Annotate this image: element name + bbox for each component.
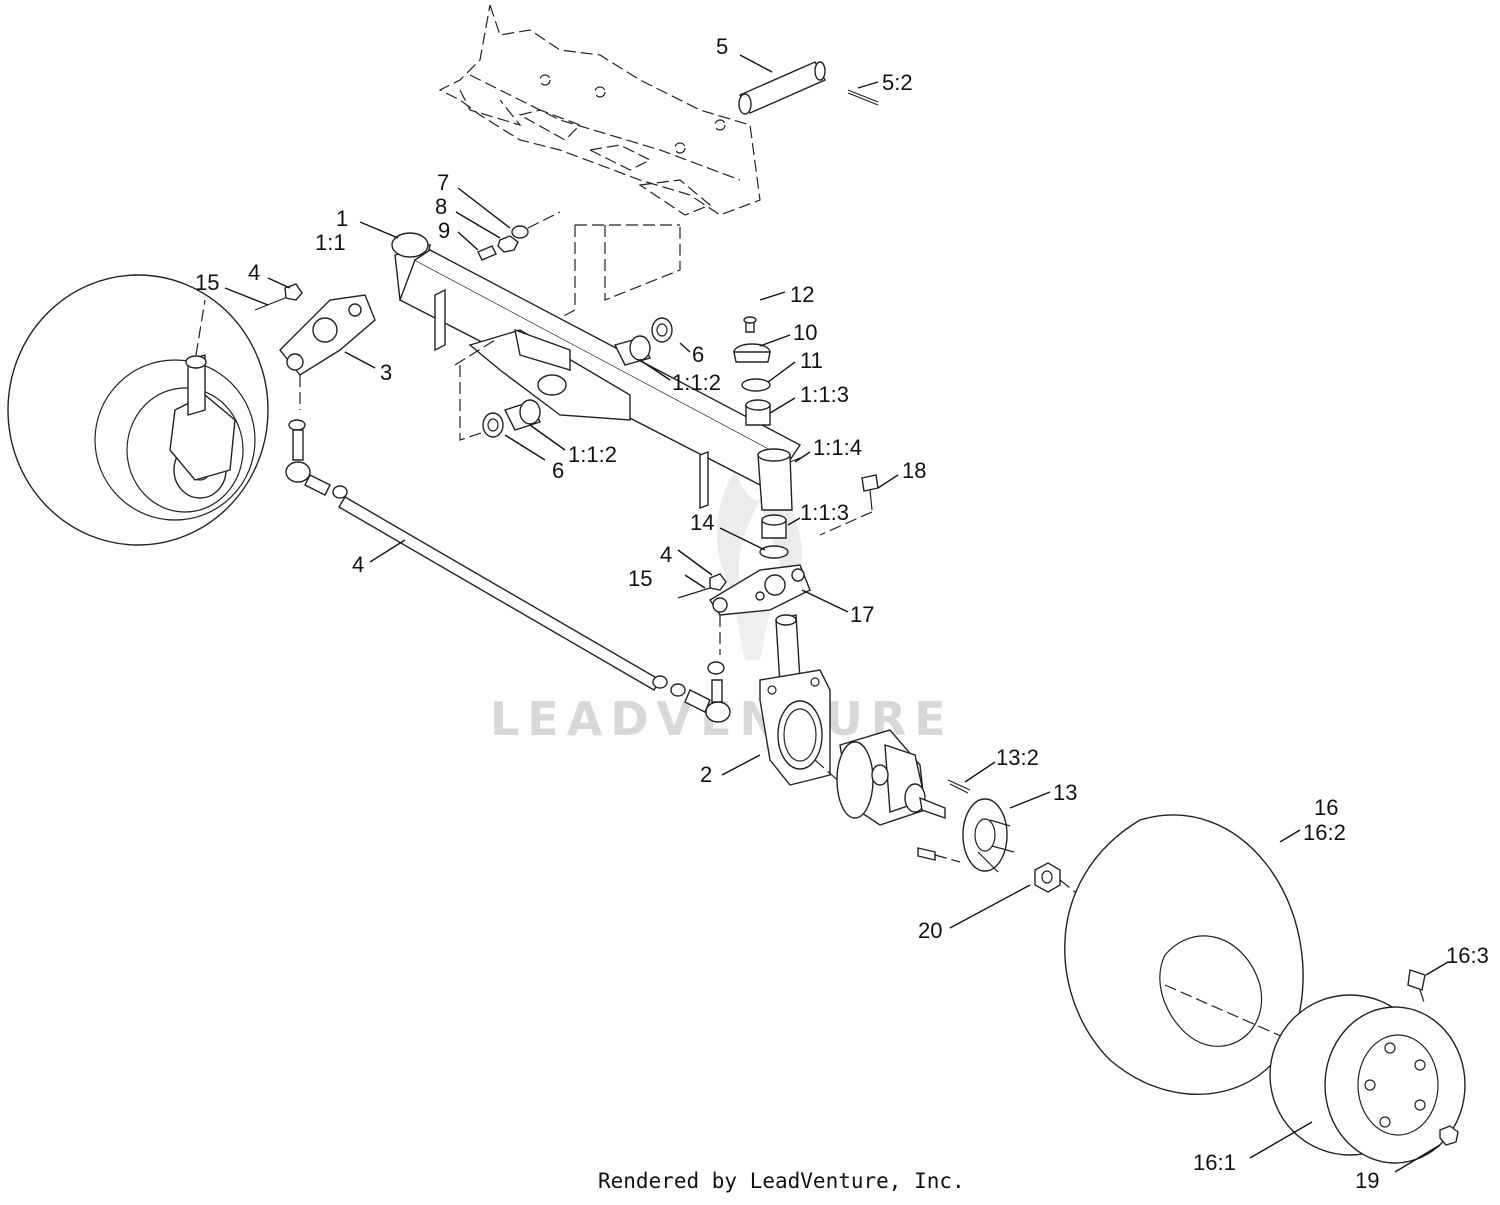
bolt-lower[interactable] [917, 847, 961, 863]
wheel-motor[interactable] [836, 729, 946, 826]
callout-10[interactable]: 10 [793, 320, 817, 345]
callout-1-1-3-upper[interactable]: 1:1:3 [800, 382, 849, 407]
leader-lines [224, 54, 1449, 1173]
callout-17[interactable]: 17 [850, 602, 874, 627]
axis-line-rim [1164, 984, 1291, 1041]
cotter-pin[interactable] [847, 89, 879, 106]
tie-rod[interactable] [285, 419, 731, 723]
callout-5[interactable]: 5 [716, 34, 728, 59]
left-wheel[interactable] [7, 274, 269, 546]
callout-1-1-2-upper[interactable]: 1:1:2 [672, 370, 721, 395]
callout-1-1[interactable]: 1:1 [315, 230, 346, 255]
callout-16[interactable]: 16 [1314, 795, 1338, 820]
callout-13-2[interactable]: 13:2 [996, 745, 1039, 770]
cotter-pin-left[interactable] [254, 297, 286, 311]
callout-15-right[interactable]: 15 [628, 566, 652, 591]
callout-6-upper[interactable]: 6 [692, 342, 704, 367]
spindle-knuckle[interactable] [759, 614, 831, 786]
spindle-tube[interactable] [757, 448, 801, 511]
steering-arm-right[interactable] [709, 564, 811, 616]
bushing-upper[interactable] [613, 317, 673, 366]
dashed-axle-bracket [454, 339, 496, 441]
pivot-pin[interactable] [738, 61, 826, 115]
callout-15-upper[interactable]: 15 [195, 270, 219, 295]
bushing-spindle-lower[interactable] [759, 514, 789, 559]
right-tire[interactable] [1064, 814, 1304, 1095]
callout-20[interactable]: 20 [918, 918, 942, 943]
frame-bracket[interactable] [438, 4, 761, 319]
bushing-lower[interactable] [482, 399, 541, 438]
callout-3[interactable]: 3 [380, 360, 392, 385]
callout-11[interactable]: 11 [800, 348, 823, 373]
front-axle[interactable] [391, 232, 802, 510]
callout-9[interactable]: 9 [438, 218, 450, 243]
wheel-stud[interactable] [947, 779, 971, 794]
callout-18[interactable]: 18 [902, 458, 926, 483]
callout-19[interactable]: 19 [1355, 1168, 1379, 1193]
callout-7[interactable]: 7 [437, 170, 449, 195]
callout-16-3[interactable]: 16:3 [1446, 943, 1489, 968]
callout-1-1-2-lower[interactable]: 1:1:2 [568, 442, 617, 467]
callout-6-lower[interactable]: 6 [552, 458, 564, 483]
valve-stem[interactable] [1407, 969, 1426, 1006]
callout-2[interactable]: 2 [700, 762, 712, 787]
callout-4-tie-rod[interactable]: 4 [352, 552, 364, 577]
callout-5-2[interactable]: 5:2 [882, 70, 913, 95]
callout-13[interactable]: 13 [1053, 780, 1077, 805]
spindle-cap[interactable] [733, 316, 771, 363]
callout-8[interactable]: 8 [435, 194, 447, 219]
lug-nut-20[interactable] [1034, 862, 1061, 893]
callout-1[interactable]: 1 [336, 206, 348, 231]
axis-line-left [195, 299, 206, 356]
callout-labels: 5 5:2 7 8 9 1 1:1 4 15 3 12 10 11 6 1:1:… [195, 34, 1489, 1193]
steering-arm-left[interactable] [279, 283, 376, 376]
footer-credit: Rendered by LeadVenture, Inc. [598, 1169, 965, 1193]
callout-14[interactable]: 14 [690, 510, 714, 535]
hub[interactable] [962, 798, 1015, 873]
callout-1-1-3-lower[interactable]: 1:1:3 [800, 500, 849, 525]
callout-4-upper[interactable]: 4 [248, 260, 260, 285]
axis-line-hub [814, 759, 861, 801]
callout-16-1[interactable]: 16:1 [1193, 1150, 1236, 1175]
wheel-rim[interactable] [1269, 994, 1466, 1164]
callout-16-2[interactable]: 16:2 [1303, 820, 1346, 845]
callout-12[interactable]: 12 [790, 282, 814, 307]
callout-4-right[interactable]: 4 [660, 542, 672, 567]
cotter-pin-right[interactable] [677, 587, 711, 599]
washer-stack[interactable] [477, 211, 561, 261]
snap-ring[interactable] [741, 378, 771, 392]
callout-1-1-4[interactable]: 1:1:4 [813, 435, 862, 460]
lug-nut-19[interactable] [1439, 1125, 1459, 1146]
bolt-18[interactable] [819, 474, 879, 536]
bushing-spindle-upper[interactable] [745, 399, 771, 426]
